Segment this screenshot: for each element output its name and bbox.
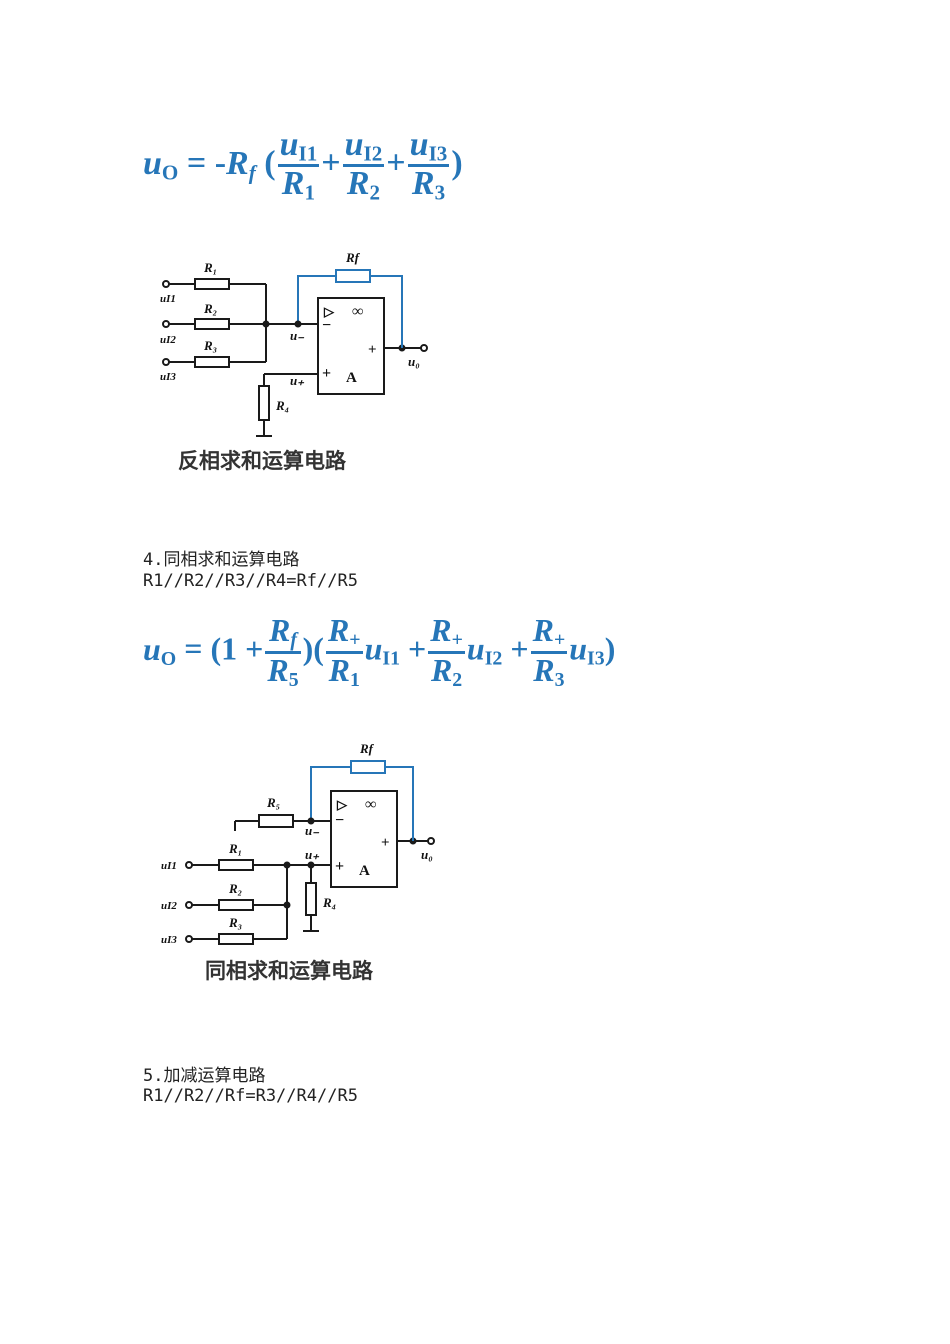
- formula-plus: +: [408, 630, 427, 667]
- opamp-triangle-icon: ▷: [336, 797, 348, 812]
- formula-equals: = -: [186, 144, 227, 182]
- formula-fraction-2: R+R2: [428, 612, 465, 691]
- section-5-heading: 5.加减运算电路: [143, 1066, 266, 1086]
- label-ui1: uI1: [161, 860, 177, 872]
- label-ui3: uI3: [161, 934, 177, 946]
- formula-lhs: uO: [143, 630, 177, 670]
- label-uo: u₀: [421, 847, 433, 862]
- label-rf: Rf: [345, 250, 361, 265]
- formula-plus: +: [510, 630, 529, 667]
- terminal-ui2: [162, 320, 170, 328]
- resistor-rf: [350, 760, 386, 774]
- label-r3: R₃: [228, 915, 242, 930]
- terminal-ui3: [162, 358, 170, 366]
- label-uo: u₀: [408, 354, 420, 369]
- resistor-r2: [194, 318, 230, 330]
- terminal-ui2: [185, 901, 193, 909]
- resistor-r1: [194, 278, 230, 290]
- resistor-r3: [218, 933, 254, 945]
- label-r5: R₅: [266, 795, 280, 810]
- opamp-minus: −: [322, 317, 331, 334]
- opamp-plus-in: +: [335, 858, 344, 875]
- opamp-triangle-icon: ▷: [323, 304, 335, 319]
- formula-fraction-1: R+R1: [325, 612, 363, 691]
- section-4-condition: R1//R2//R3//R4=Rf//R5: [143, 571, 358, 591]
- terminal-ui1: [185, 861, 193, 869]
- caption-inverting-sum: 反相求和运算电路: [178, 449, 347, 473]
- label-u-plus: u₊: [290, 373, 304, 388]
- section-5-condition: R1//R2//Rf=R3//R4//R5: [143, 1086, 358, 1106]
- opamp-infinity: ∞: [352, 303, 363, 320]
- circuit-inverting-sum: R₁ R₂ R₃ R₄ Rf uI1 uI2 uI3 u₋ u₊ u₀ ▷ ∞ …: [160, 250, 428, 473]
- label-ui3: uI3: [160, 371, 176, 383]
- formula-mid: )(: [302, 630, 324, 667]
- opamp-body: [317, 297, 385, 395]
- resistor-r3: [194, 356, 230, 368]
- label-r1: R₁: [228, 841, 242, 856]
- label-rf: Rf: [359, 741, 375, 756]
- terminal-uo: [427, 837, 435, 845]
- opamp-infinity: ∞: [365, 796, 376, 813]
- terminal-uo: [420, 344, 428, 352]
- resistor-r2: [218, 899, 254, 911]
- label-r3: R₃: [203, 338, 217, 353]
- formula-equals: = (1 +: [184, 630, 264, 667]
- resistor-rf: [335, 269, 371, 283]
- label-r2: R₂: [203, 301, 217, 316]
- opamp-label-a: A: [346, 370, 357, 386]
- terminal-ui1: [162, 280, 170, 288]
- formula-plus: +: [321, 144, 341, 182]
- label-r1: R₁: [203, 260, 217, 275]
- label-r4: R₄: [322, 895, 336, 910]
- label-ui1: uI1: [160, 293, 176, 305]
- resistor-r4: [305, 882, 317, 916]
- label-r4: R₄: [275, 398, 289, 413]
- resistor-r5: [258, 814, 294, 828]
- circuit-noninverting-sum: Rf R₅ R₁ R₂ R₃ R₄ uI1 uI2 uI3 u₋ u₊ u₀ ▷…: [161, 741, 435, 983]
- formula-rf: Rf: [226, 144, 256, 184]
- opamp-body: [330, 790, 398, 888]
- label-u-plus: u₊: [305, 847, 319, 862]
- label-ui2: uI2: [160, 334, 176, 346]
- label-ui2: uI2: [161, 900, 177, 912]
- opamp-plus-out: +: [368, 342, 377, 358]
- label-u-minus: u₋: [290, 328, 304, 343]
- formula-lhs: uO: [143, 144, 179, 184]
- formula-plus: +: [386, 144, 406, 182]
- resistor-r4: [258, 385, 270, 421]
- opamp-plus-out: +: [381, 835, 390, 851]
- label-u-minus: u₋: [305, 823, 319, 838]
- resistor-r1: [218, 859, 254, 871]
- opamp-label-a: A: [359, 863, 370, 879]
- opamp-plus-in: +: [322, 365, 331, 382]
- caption-noninverting-sum: 同相求和运算电路: [205, 959, 374, 983]
- formula-close-paren: ): [604, 630, 616, 667]
- label-r2: R₂: [228, 881, 242, 896]
- terminal-ui3: [185, 935, 193, 943]
- formula-close-paren: ): [451, 144, 463, 182]
- formula-fraction-3: R+R3: [530, 612, 568, 691]
- section-4-heading: 4.同相求和运算电路: [143, 550, 300, 570]
- formula-open-paren: (: [264, 144, 276, 182]
- opamp-minus: −: [335, 812, 344, 829]
